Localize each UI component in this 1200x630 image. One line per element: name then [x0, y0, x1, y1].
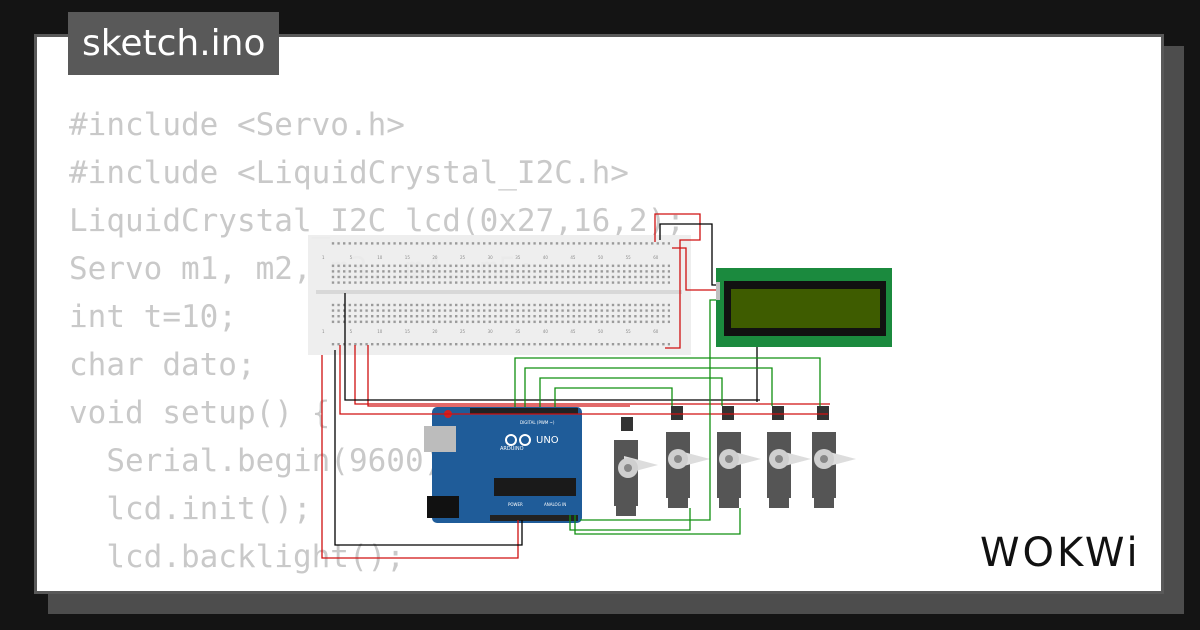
- wire-black: [334, 350, 523, 546]
- wire-green: [574, 508, 741, 535]
- wire-green: [554, 387, 673, 407]
- servo-motor[interactable]: [812, 406, 856, 508]
- file-tab[interactable]: sketch.ino: [68, 12, 280, 75]
- breadboard-column-label: 15: [405, 329, 411, 334]
- breadboard-column-label: 10: [377, 255, 383, 260]
- arduino-digital-label: DIGITAL (PWM ~): [520, 420, 555, 425]
- breadboard-column-label: 40: [543, 255, 549, 260]
- wire-black: [344, 293, 760, 401]
- wire-green: [569, 508, 691, 531]
- code-line: lcd.clear();: [69, 581, 685, 591]
- breadboard-column-label: 10: [377, 329, 383, 334]
- breadboard-column-label: 35: [515, 255, 521, 260]
- arduino-logo-icon: [505, 434, 531, 446]
- breadboard-column-label: 25: [460, 329, 466, 334]
- breadboard-column-label: 55: [626, 255, 632, 260]
- servo-motor[interactable]: [767, 406, 811, 508]
- breadboard-column-label: 30: [488, 255, 494, 260]
- breadboard-column-label: 45: [570, 329, 576, 334]
- breadboard-column-label: 35: [515, 329, 521, 334]
- breadboard-column-label: 50: [598, 255, 604, 260]
- code-line: lcd.init();: [69, 491, 312, 527]
- code-line: void setup() {: [69, 395, 331, 431]
- breadboard-column-label: 20: [432, 329, 438, 334]
- breadboard-column-label: 1: [322, 255, 325, 260]
- breadboard-column-label: 20: [432, 255, 438, 260]
- code-line: int t=10;: [69, 299, 237, 335]
- wire-red: [321, 355, 519, 559]
- arduino-power-label: POWER: [508, 502, 523, 507]
- breadboard-column-label: 60: [653, 329, 659, 334]
- wire-green: [580, 299, 716, 521]
- arduino-model-label: UNO: [536, 435, 559, 446]
- wire-green: [524, 367, 773, 407]
- code-line: char dato;: [69, 347, 256, 383]
- wire-red: [367, 345, 630, 407]
- wire-red: [654, 213, 701, 349]
- wokwi-logo-text: WOKWi: [980, 530, 1141, 576]
- breadboard-column-label: 55: [626, 329, 632, 334]
- breadboard-column-label: 45: [570, 255, 576, 260]
- wire-green: [539, 377, 723, 407]
- wire-red: [339, 345, 828, 415]
- servo-motor[interactable]: [666, 406, 710, 508]
- breadboard-column-label: 60: [653, 255, 659, 260]
- wire-red: [672, 247, 716, 291]
- arduino-brand-label: ARDUINO: [500, 446, 524, 452]
- wire-green: [514, 357, 821, 407]
- code-block: #include <Servo.h> #include <LiquidCrysta…: [69, 101, 685, 591]
- breadboard-column-label: 50: [598, 329, 604, 334]
- wokwi-logo: WOKWi: [980, 530, 1141, 576]
- servo-motor[interactable]: [717, 406, 761, 508]
- breadboard-column-label: 15: [405, 255, 411, 260]
- breadboard-column-label: 30: [488, 329, 494, 334]
- arduino-uno[interactable]: UNO ARDUINO DIGITAL (PWM ~) POWER ANALOG…: [424, 407, 582, 523]
- wire-black: [659, 223, 716, 286]
- breadboard-column-label: 5: [350, 255, 353, 260]
- code-line: LiquidCrystal_I2C lcd(0x27,16,2);: [69, 203, 685, 239]
- wires: [321, 213, 830, 559]
- code-line: #include <Servo.h>: [69, 107, 405, 143]
- servo-motor[interactable]: [614, 417, 658, 516]
- breadboard-column-label: 40: [543, 329, 549, 334]
- lcd-display[interactable]: [716, 268, 892, 347]
- code-line: Serial.begin(9600);: [69, 443, 461, 479]
- code-line: #include <LiquidCrystal_I2C.h>: [69, 155, 629, 191]
- breadboard-column-label: 5: [350, 329, 353, 334]
- breadboard-column-label: 1: [322, 329, 325, 334]
- arduino-analog-label: ANALOG IN: [544, 502, 566, 507]
- breadboard-column-label: 25: [460, 255, 466, 260]
